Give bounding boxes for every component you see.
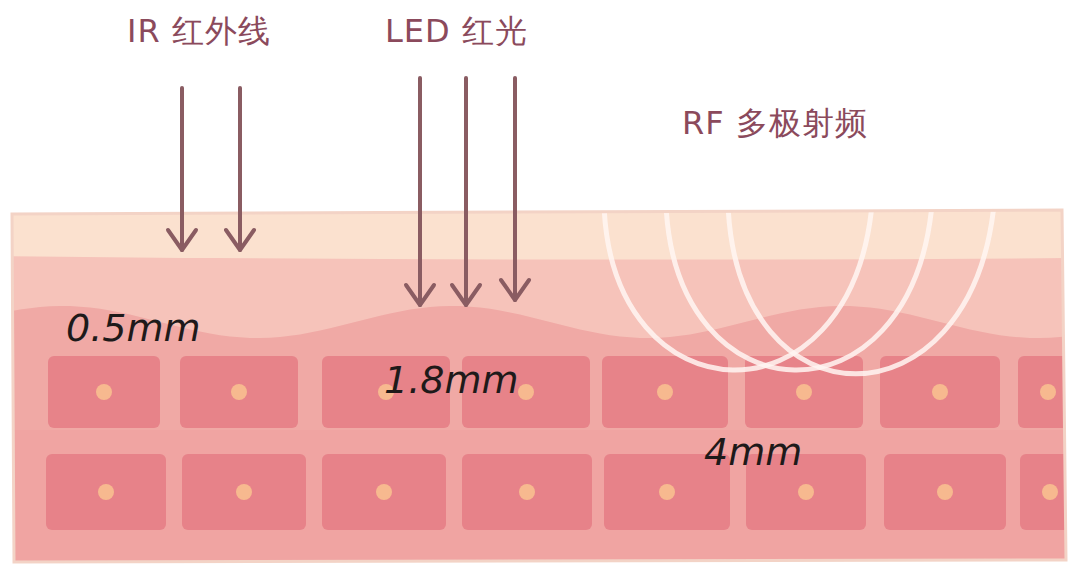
skin-layers — [0, 200, 1080, 580]
heading-label: RF 多极射频 — [682, 106, 868, 141]
arrow-head — [501, 280, 529, 300]
rf-arc — [666, 205, 932, 370]
dermis — [0, 306, 1080, 580]
arrow-head — [452, 285, 480, 305]
arrow-head — [226, 230, 254, 250]
arrow-shaft — [513, 78, 517, 300]
cell — [462, 454, 592, 530]
stratum-corneum — [0, 200, 1080, 260]
arrow-shaft — [418, 78, 422, 305]
rf-arc — [604, 205, 872, 370]
cell — [1018, 356, 1078, 428]
skin-outline — [12, 210, 1066, 562]
cell — [884, 454, 1006, 530]
cell — [1020, 454, 1080, 530]
light-arrows — [168, 78, 529, 305]
heading-label: LED 红光 — [385, 14, 528, 49]
cell-row-lower — [46, 454, 1080, 530]
cell — [180, 356, 298, 428]
cell-row-upper — [48, 356, 1078, 428]
cell — [46, 454, 166, 530]
cell — [182, 454, 306, 530]
depth-label: 4mm — [704, 432, 802, 474]
rf-waves — [604, 205, 994, 374]
arrow-shaft — [180, 88, 184, 250]
cell — [48, 356, 160, 428]
dermis-deep — [0, 430, 1080, 580]
rf-arc — [728, 205, 994, 374]
depth-label: 1.8mm — [384, 360, 518, 402]
arrow-head — [406, 285, 434, 305]
arrow-head — [168, 230, 196, 250]
epidermis — [0, 200, 1080, 580]
arrow-shaft — [464, 78, 468, 305]
cell — [322, 454, 446, 530]
depth-label: 0.5mm — [66, 308, 200, 350]
heading-label: IR 红外线 — [127, 14, 271, 49]
arrow-shaft — [238, 88, 242, 250]
